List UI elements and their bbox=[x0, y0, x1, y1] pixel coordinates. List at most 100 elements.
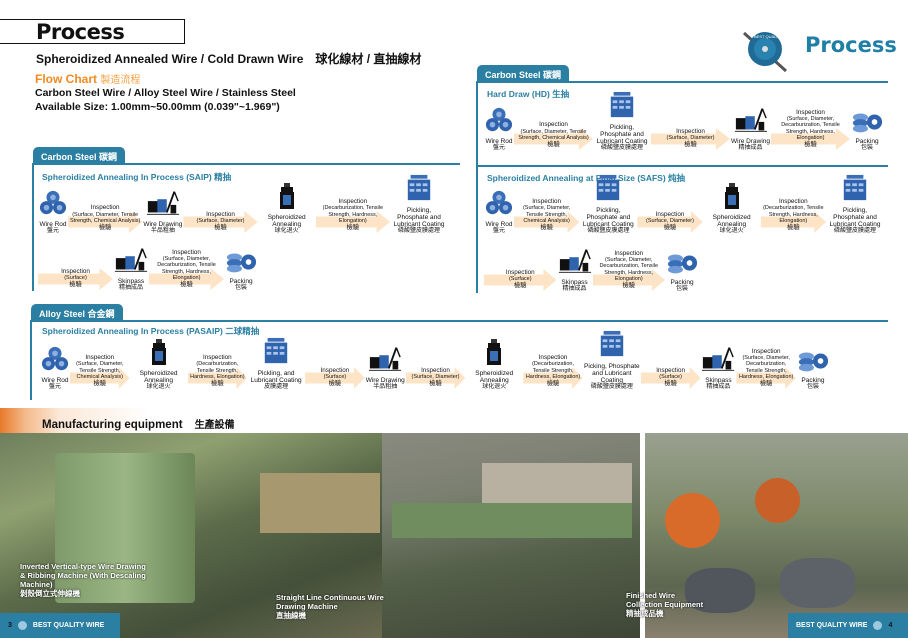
inspection-step: Inspection(Surface, Diameter)檢驗 bbox=[183, 180, 258, 235]
inspection-detail: (Surface) bbox=[323, 374, 347, 381]
wire-drawing-icon bbox=[146, 189, 180, 221]
skinpass-icon bbox=[114, 246, 148, 278]
brand-logo: BEST QUALITY bbox=[742, 25, 802, 75]
inspection-detail: (Surface, Diameter) bbox=[645, 218, 694, 225]
step-label: Skinpass bbox=[705, 377, 732, 384]
skinpass-icon bbox=[558, 247, 592, 279]
step-label-zh: 球化退火 bbox=[482, 384, 507, 390]
inspection-detail: (Surface, Diameter) bbox=[666, 135, 715, 142]
photo-vertical-drawing-machine bbox=[0, 433, 382, 638]
title-frame bbox=[0, 19, 185, 44]
inspection-zh: 檢驗 bbox=[804, 140, 817, 148]
step-label: Skinpass bbox=[561, 279, 588, 286]
step-label-zh: 球化退火 bbox=[274, 228, 299, 234]
pickling-icon bbox=[841, 173, 869, 207]
inspection-zh: 檢驗 bbox=[787, 223, 800, 231]
inspection-detail: (Surface) bbox=[508, 276, 532, 283]
inspection-title: Inspection bbox=[532, 197, 562, 205]
step-label: Picking, Phosphate and Lubricant Coating bbox=[584, 363, 640, 384]
step-pickling: Pickling, Phosphate and Lubricant Coatin… bbox=[390, 173, 448, 235]
available-size-text: Available Size: 1.00mm~50.00mm (0.039"~1… bbox=[35, 101, 280, 113]
caption-zh: 剝殼倒立式伸線機 bbox=[20, 589, 80, 598]
inspection-text: Inspection(Surface, Diameter)檢驗 bbox=[183, 211, 257, 235]
footer-right: BEST QUALITY WIRE 4 bbox=[788, 613, 908, 638]
step-label: Spheroidized Annealing bbox=[267, 214, 306, 228]
wire-coil bbox=[685, 568, 755, 613]
arrow-right-icon bbox=[523, 367, 583, 389]
arrow-right-icon bbox=[514, 128, 593, 150]
flow-chart-label: Flow Chart bbox=[35, 72, 97, 86]
inspection-detail: (Decarburization, Tensile Strength, Hard… bbox=[525, 361, 581, 381]
inspection-title: Inspection bbox=[751, 347, 781, 355]
inspection-zh: 檢驗 bbox=[93, 379, 107, 387]
step-pickling: Pickling, Phosphate and Lubricant Coatin… bbox=[579, 173, 637, 235]
inspection-text: Inspection(Surface, Diameter, Decarburiz… bbox=[149, 249, 224, 292]
inspection-title: Inspection bbox=[505, 268, 535, 276]
step-label: Pickling, Phosphate and Lubricant Coatin… bbox=[393, 207, 445, 228]
tab-carbon-steel-hd: Carbon Steel 碳鋼 bbox=[477, 65, 570, 81]
footer-brand: BEST QUALITY WIRE bbox=[796, 622, 868, 629]
inspection-text: Inspection(Decarburization, Tensile Stre… bbox=[188, 353, 248, 391]
step-label: Pickling, Phosphate and Lubricant Coatin… bbox=[829, 207, 881, 228]
arrow-right-icon bbox=[651, 128, 730, 150]
step-pickling: Picking, Phosphate and Lubricant Coating… bbox=[583, 329, 641, 391]
step-label-zh: 精抽成品 bbox=[738, 145, 763, 151]
step-label: Pickling, Phosphate and Lubricant Coatin… bbox=[582, 207, 634, 228]
step-label-zh: 磷酸鹽皮膜處理 bbox=[833, 228, 876, 234]
step-label-zh: 精抽成品 bbox=[562, 286, 587, 292]
divider bbox=[476, 81, 888, 83]
inspection-step: Inspection(Surface, Diameter, Decarburiz… bbox=[771, 97, 851, 152]
arrow-right-icon bbox=[70, 367, 130, 389]
wire-rod-icon bbox=[485, 106, 513, 138]
caption-en: Inverted Vertical-type Wire Drawing & Ri… bbox=[20, 562, 146, 589]
inspection-zh: 檢驗 bbox=[98, 223, 112, 231]
arrow-right-icon bbox=[771, 128, 851, 150]
inspection-detail: (Surface, Diameter, Tensile Strength, Ch… bbox=[518, 128, 589, 142]
arrow-right-icon bbox=[68, 211, 143, 233]
step-label-zh: 磷酸鹽皮膜處理 bbox=[590, 384, 633, 390]
arrow-right-icon bbox=[592, 269, 665, 291]
materials-text: Carbon Steel Wire / Alloy Steel Wire / S… bbox=[35, 87, 296, 99]
inspection-step: Inspection(Surface)檢驗 bbox=[640, 336, 701, 391]
footer-left: 3 BEST QUALITY WIRE bbox=[0, 613, 120, 638]
step-label: Pickling, and Lubricant Coating bbox=[250, 370, 302, 384]
divider bbox=[476, 81, 478, 293]
inspection-step: Inspection(Surface, Diameter, Tensile St… bbox=[68, 180, 143, 235]
inspection-step: Inspection(Surface)檢驗 bbox=[38, 237, 113, 292]
inspection-detail: (Surface, Diameter, Tensile Strength, Ch… bbox=[76, 361, 124, 381]
step-pickling: Pickling, Phosphate and Lubricant Coatin… bbox=[826, 173, 884, 235]
tab-carbon-steel-saip: Carbon Steel 碳鋼 bbox=[33, 147, 126, 163]
inspection-title: Inspection bbox=[202, 353, 232, 361]
arrow-right-icon bbox=[640, 367, 701, 389]
inspection-text: Inspection(Surface, Diameter, Tensile St… bbox=[70, 354, 130, 391]
inspection-step: Inspection(Surface, Diameter)檢驗 bbox=[651, 97, 730, 152]
step-label-zh: 磷酸鹽皮膜處理 bbox=[600, 145, 643, 151]
divider bbox=[32, 163, 34, 291]
caption-zh: 精抽成品機 bbox=[626, 609, 664, 618]
inspection-detail: (Surface) bbox=[64, 275, 87, 282]
step-label-zh: 球化退火 bbox=[719, 228, 744, 234]
step-label-zh: 包裝 bbox=[806, 384, 819, 390]
inspection-detail: (Surface, Diameter, Decarburization, Ten… bbox=[599, 256, 659, 283]
caption-zh: 直抽線機 bbox=[276, 611, 306, 620]
packing-icon bbox=[666, 251, 698, 279]
step-label-zh: 盤元 bbox=[492, 145, 505, 151]
caption-en: Straight Line Continuous Wire Drawing Ma… bbox=[276, 593, 384, 611]
step-label: Packing bbox=[801, 377, 825, 384]
inspection-zh: 檢驗 bbox=[180, 280, 193, 288]
page-number: 3 bbox=[8, 622, 12, 629]
step-label-zh: 球化退火 bbox=[146, 384, 171, 390]
machine-shape bbox=[665, 493, 720, 548]
inspection-title: Inspection bbox=[614, 249, 644, 257]
saip-subtitle: Spheroidized Annealing In Process (SAIP)… bbox=[42, 172, 232, 182]
